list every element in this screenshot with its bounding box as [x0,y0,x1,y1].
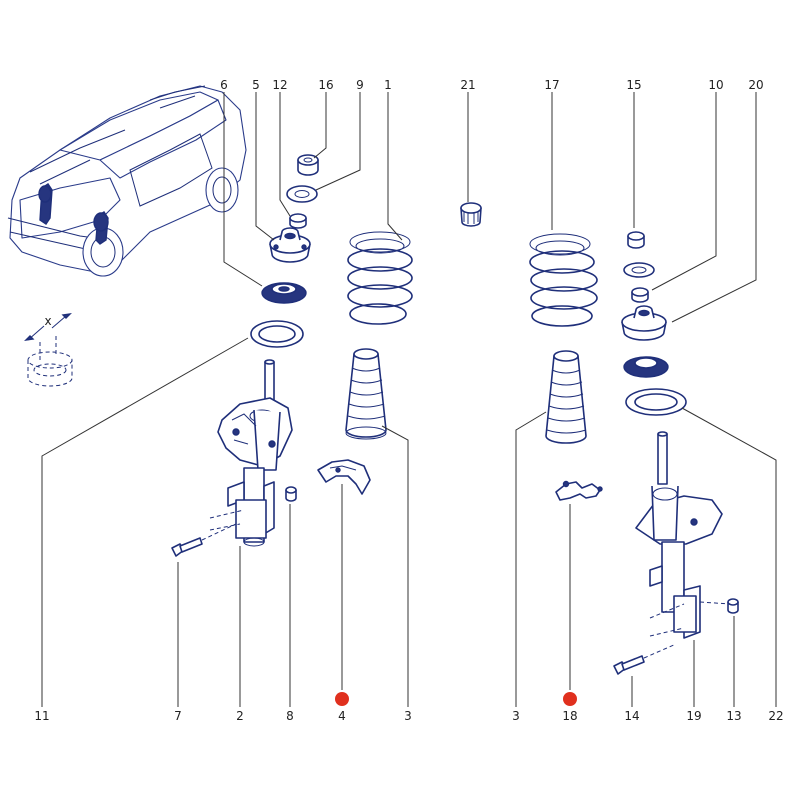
assembly-inset: x [24,313,73,387]
callout-9: 9 [356,78,364,92]
leader-lines [41,92,777,707]
bearing-10 [631,287,649,303]
callout-11: 11 [34,709,49,723]
callout-2: 2 [236,709,244,723]
nut-13 [727,598,739,614]
bump-stop-6 [261,282,307,304]
nut-16 [297,154,319,176]
callout-16: 16 [318,78,333,92]
top-mount-5 [269,227,311,263]
callout-6: 6 [220,78,228,92]
nut-8 [285,486,297,502]
dust-boot-right-3 [545,350,587,444]
vehicle-illustration [7,85,247,277]
strut-right-19 [635,431,731,639]
callout-17: 17 [544,78,559,92]
bracket-18 [555,480,603,501]
bearing-12 [289,213,307,229]
washer-9 [286,185,318,203]
callout-4: 4 [338,709,346,723]
callout-10: 10 [708,78,723,92]
callout-labels: 11 7 2 8 4 3 3 18 14 19 13 22 6 5 12 16 … [34,78,783,723]
callout-12: 12 [272,78,287,92]
coil-spring-1 [347,231,413,325]
nut-15 [627,231,645,249]
coil-spring-17 [529,233,598,327]
callout-14: 14 [624,709,639,723]
highlight-marker-4 [335,692,349,706]
callout-3-right: 3 [512,709,520,723]
bracket-4 [317,459,371,495]
highlight-marker-18 [563,692,577,706]
callout-20: 20 [748,78,763,92]
strut-left-2 [209,359,293,547]
callout-15: 15 [626,78,641,92]
bolt-7 [171,523,237,557]
callout-21: 21 [460,78,475,92]
callout-7: 7 [174,709,182,723]
callout-19: 19 [686,709,701,723]
washer-right [623,262,655,278]
spring-seat-22 [625,388,687,416]
callout-8: 8 [286,709,294,723]
callout-13: 13 [726,709,741,723]
bolt-14 [613,643,677,675]
cap-21 [460,202,482,227]
spring-seat-11 [250,320,304,348]
callout-18: 18 [562,709,577,723]
bump-stop-right [623,356,669,378]
callout-5: 5 [252,78,260,92]
callout-22: 22 [768,709,783,723]
callout-3-left: 3 [404,709,412,723]
dust-boot-left-3 [345,348,387,440]
top-mount-20 [621,305,667,341]
callout-1: 1 [384,78,392,92]
inset-label: x [44,314,51,328]
